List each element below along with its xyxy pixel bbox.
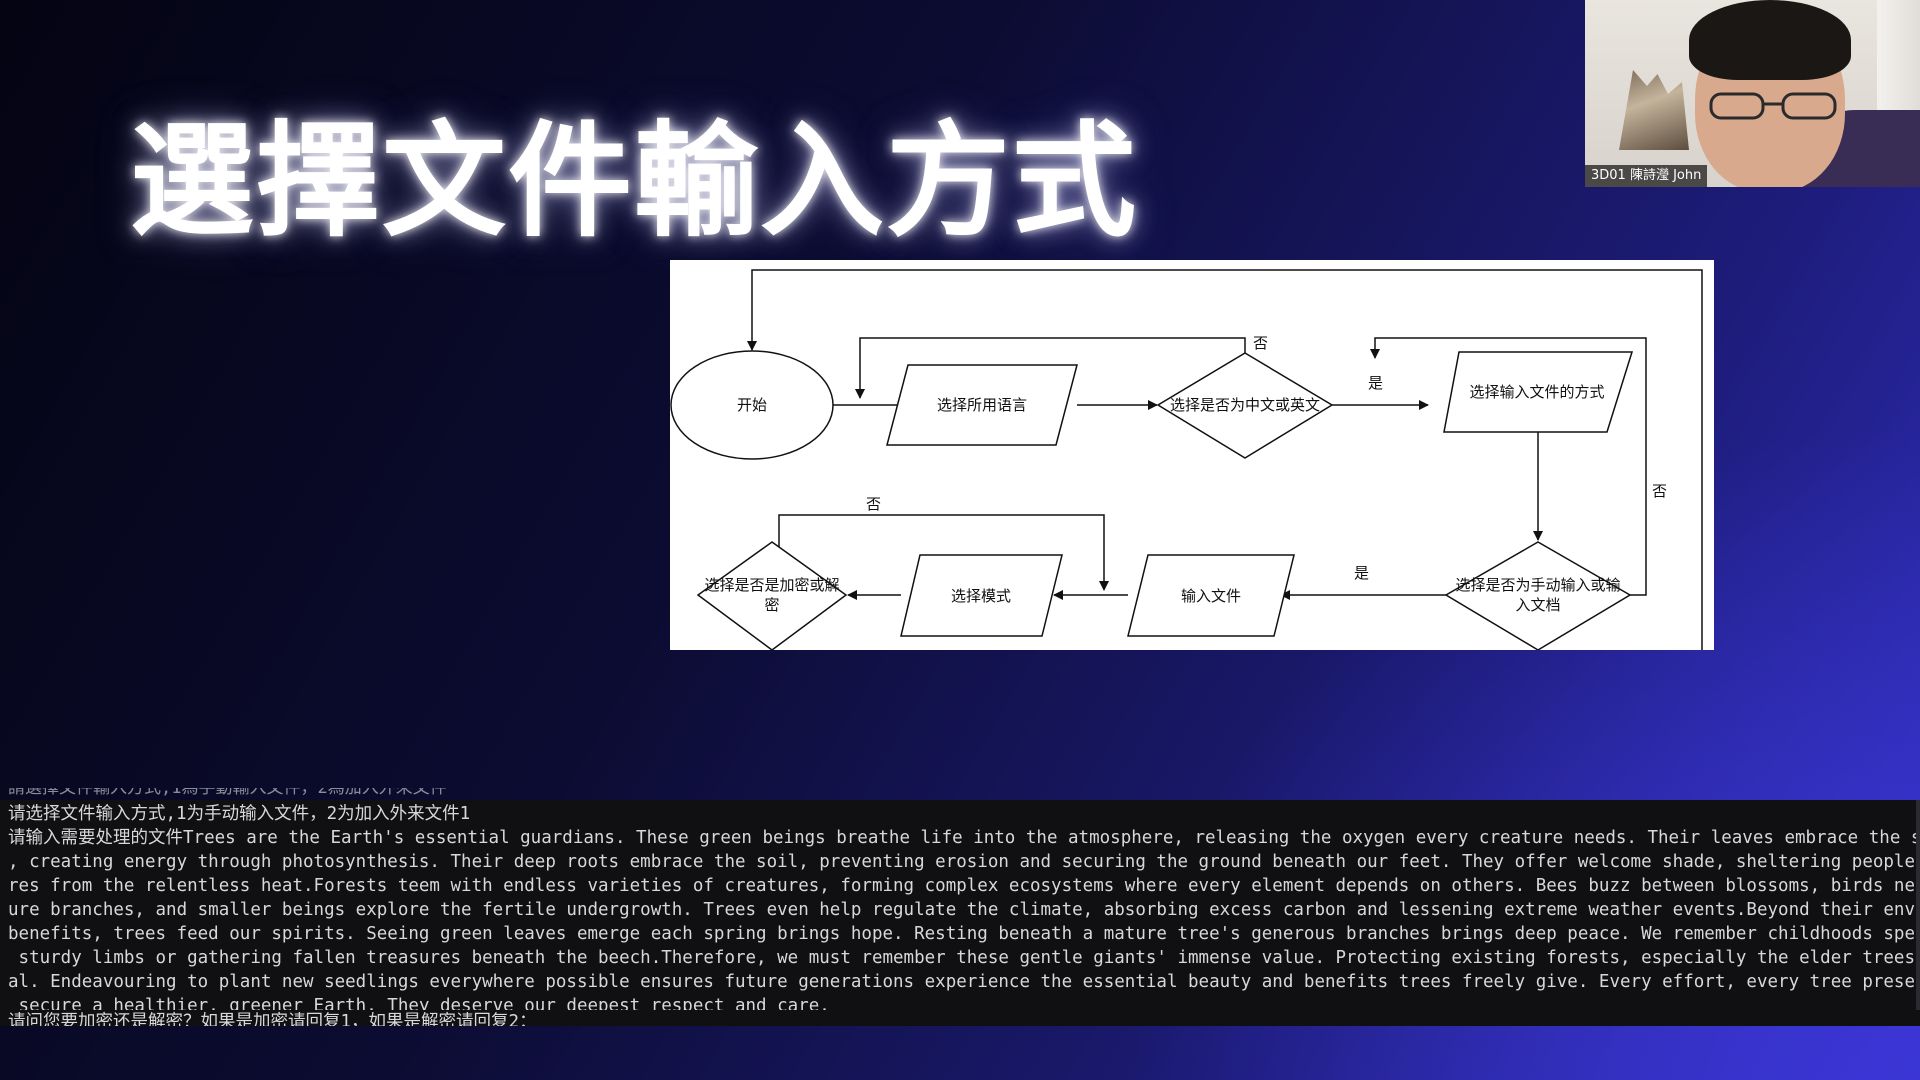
edge-language-yes-label: 是 [1368, 374, 1383, 392]
background-decor [1619, 70, 1689, 150]
terminal-clipped-bottom-line: 请问您要加密还是解密？如果是加密请回复1，如果是解密请回复2： [0, 1010, 1920, 1026]
slide-title: 選擇文件輸入方式 [130, 80, 1138, 260]
terminal-line: sturdy limbs or gathering fallen treasur… [8, 946, 1910, 970]
terminal-clipped-bottom-text: 请问您要加密还是解密？如果是加密请回复1，如果是解密请回复2： [0, 1010, 1920, 1026]
participant-name-tag: 3D01 陳詩瀅 John [1585, 165, 1707, 187]
terminal-output-window[interactable]: 请选择文件输入方式,1为手动输入文件，2为加入外来文件1 请输入需要处理的文件T… [0, 800, 1920, 1026]
terminal-line: res from the relentless heat.Forests tee… [8, 874, 1910, 898]
node-choose-input-method-label: 选择输入文件的方式 [1469, 383, 1604, 401]
edge-encrypt-no-label: 否 [866, 495, 881, 513]
node-check-input-mode-label-2: 入文档 [1515, 596, 1560, 614]
flowchart-image: 开始 选择所用语言 选择是否为中文或英文 否 是 选择输入文件的方式 [670, 260, 1714, 650]
edge-input-mode-yes-label: 是 [1354, 564, 1369, 582]
edge-input-mode-no-label: 否 [1652, 482, 1667, 500]
terminal-line: al. Endeavouring to plant new seedlings … [8, 970, 1910, 994]
terminal-line: benefits, trees feed our spirits. Seeing… [8, 922, 1910, 946]
edge-language-no-label: 否 [1253, 334, 1268, 352]
participant-hair [1689, 0, 1851, 80]
terminal-line: 请输入需要处理的文件Trees are the Earth's essentia… [8, 826, 1910, 850]
node-choose-mode-label: 选择模式 [951, 587, 1011, 605]
webcam-video-tile[interactable]: 3D01 陳詩瀅 John [1585, 0, 1920, 187]
terminal-line: 请选择文件输入方式,1为手动输入文件，2为加入外来文件1 [8, 802, 1910, 826]
node-input-file-label: 输入文件 [1181, 587, 1241, 605]
glasses-shape [1703, 90, 1843, 122]
node-choose-language-label: 选择所用语言 [937, 396, 1027, 414]
node-check-input-mode-label-1: 选择是否为手动输入或输 [1455, 576, 1620, 594]
node-check-encrypt-label-2: 密 [764, 596, 779, 614]
terminal-line: ure branches, and smaller beings explore… [8, 898, 1910, 922]
node-start-label: 开始 [737, 396, 767, 414]
node-check-encrypt-label-1: 选择是否是加密或解 [704, 576, 839, 594]
node-check-language-label: 选择是否为中文或英文 [1170, 396, 1320, 414]
terminal-line: , creating energy through photosynthesis… [8, 850, 1910, 874]
terminal-clipped-top-text: 請選擇文件輸入方式,1為手動輸入文件，2為加入外來文件 [8, 788, 447, 798]
